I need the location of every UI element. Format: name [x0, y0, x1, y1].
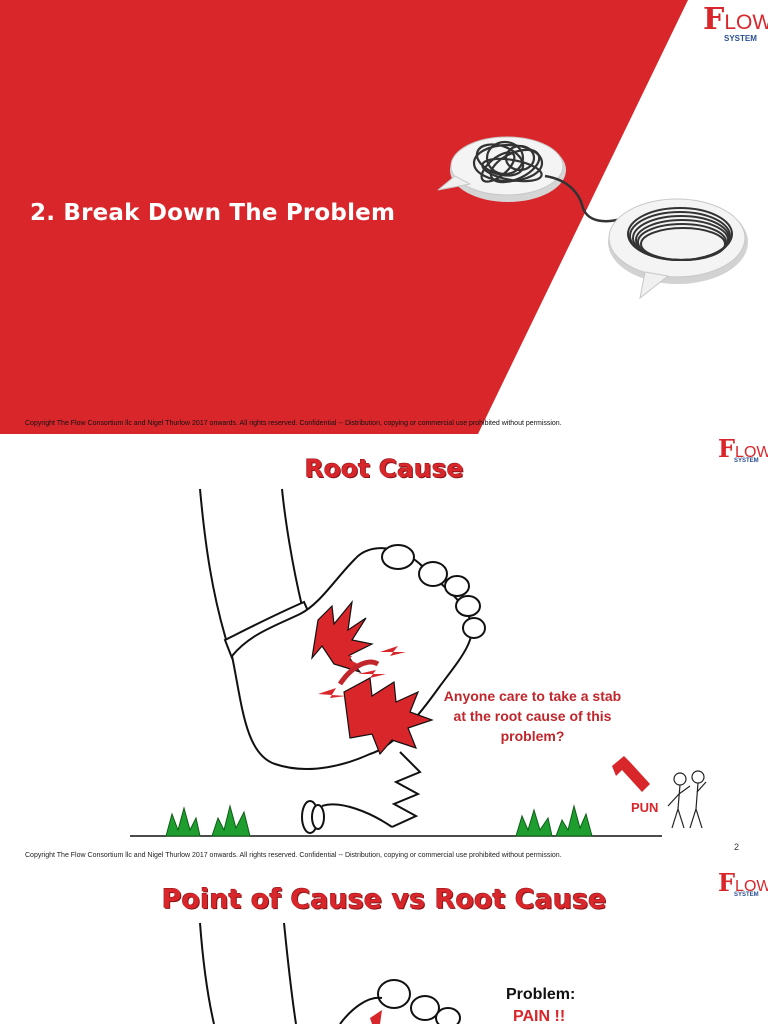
flow-system-logo: FLOW SYSTEM [718, 868, 768, 898]
slide-3: Point of Cause vs Root Cause FLOW SYSTEM… [0, 868, 768, 1024]
foot-stepping-on-tack-cartoon [130, 488, 707, 837]
slide-1: 2. Break Down The Problem FLOW SYSTEM Co… [0, 0, 768, 434]
slide-title: Root Cause [304, 454, 464, 483]
tangled-cable-bubbles-illustration [437, 136, 748, 300]
copyright-notice: Copyright The Flow Consortium llc and Ni… [25, 852, 562, 859]
flow-system-logo: FLOW SYSTEM [703, 2, 768, 43]
pun-label: PUN [631, 800, 659, 815]
problem-value: PAIN !! [513, 1008, 566, 1024]
problem-label: Problem: [506, 986, 576, 1003]
slide-2: Root Cause FLOW SYSTEM [0, 434, 768, 868]
slide-title: 2. Break Down The Problem [30, 200, 396, 226]
page-number: 2 [734, 842, 740, 852]
red-diagonal-band [0, 0, 688, 434]
copyright-notice: Copyright The Flow Consortium llc and Ni… [25, 420, 562, 427]
foot-cartoon-partial [199, 922, 461, 1024]
flow-system-logo: FLOW SYSTEM [718, 434, 768, 464]
slide-title: Point of Cause vs Root Cause [161, 884, 607, 915]
callout-question: Anyone care to take a stab at the root c… [443, 688, 622, 744]
